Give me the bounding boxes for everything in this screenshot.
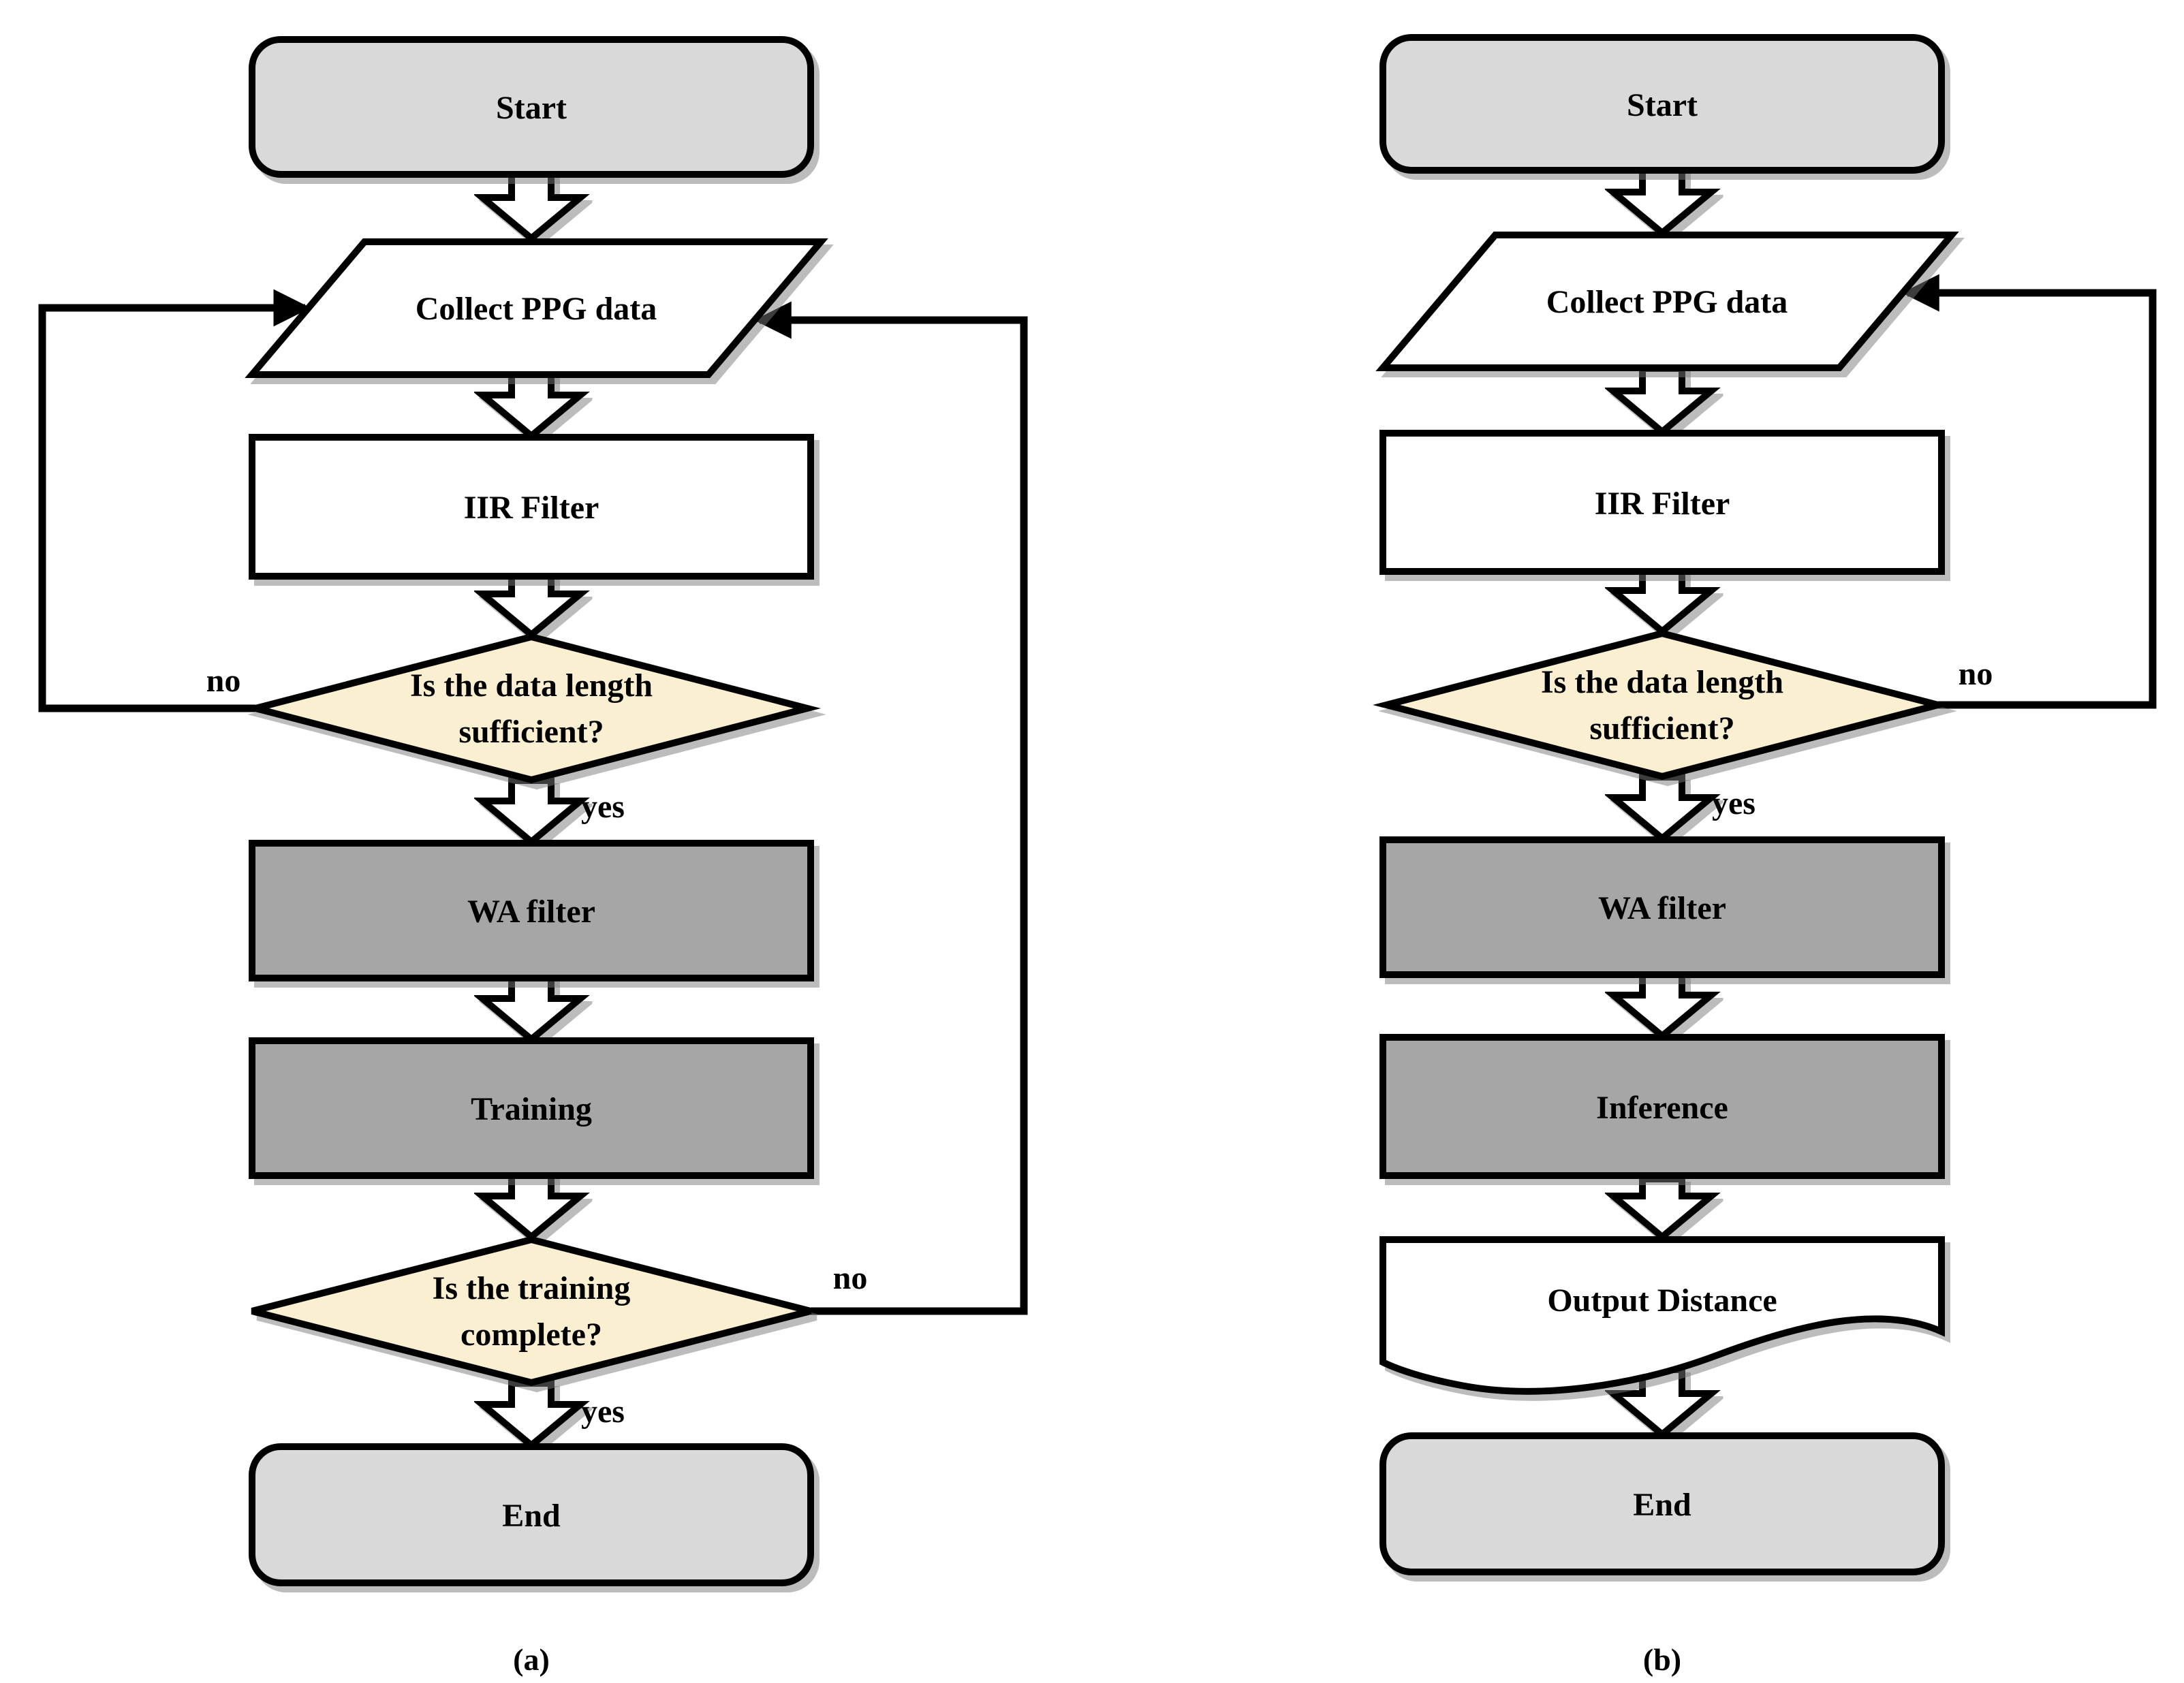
yes-label-1-a: yes [581, 789, 625, 825]
no-label-right-a: no [833, 1260, 868, 1296]
end-label-b: End [1633, 1487, 1691, 1523]
flowchart-b: Start Collect PPG data IIR Filter Is the… [1373, 34, 2157, 1677]
end-node-b [1379, 1432, 1945, 1575]
caption-b: (b) [1643, 1642, 1681, 1677]
flow-arrow-a6 [473, 1172, 590, 1242]
data-length-decision-label-line1-b: Is the data length [1541, 664, 1783, 700]
flow-arrow-a1 [473, 171, 590, 243]
edge-no-loop-left-a [38, 289, 311, 712]
edge-no-loop-right-b [1901, 274, 2157, 709]
inference-node-b [1379, 1034, 1945, 1179]
flow-arrow-a7 [473, 1380, 590, 1450]
flow-arrow-a2 [473, 370, 590, 441]
wa-filter-label-a: WA filter [467, 894, 595, 930]
start-label-b: Start [1627, 87, 1698, 123]
yes-label-2-a: yes [581, 1394, 625, 1430]
wa-filter-label-b: WA filter [1598, 890, 1726, 926]
training-node-a [249, 1037, 814, 1179]
wa-filter-node-a [249, 840, 814, 981]
output-distance-node-b [1379, 1236, 1945, 1395]
flow-arrow-a5 [473, 975, 590, 1044]
data-length-decision-label-line2-b: sufficient? [1589, 710, 1734, 746]
inference-label-b: Inference [1596, 1090, 1728, 1126]
flow-arrow-b7 [1604, 1366, 1721, 1439]
caption-a: (a) [513, 1642, 550, 1677]
collect-ppg-node-a [245, 238, 828, 378]
flow-arrow-b3 [1604, 568, 1721, 636]
iir-filter-node-a [249, 434, 814, 580]
data-length-decision-label-line2-a: sufficient? [458, 714, 604, 750]
yes-label-1-b: yes [1712, 785, 1756, 821]
training-label-a: Training [471, 1091, 592, 1127]
end-label-a: End [502, 1498, 561, 1534]
flow-arrow-a4 [473, 777, 590, 847]
flow-arrow-b6 [1604, 1176, 1721, 1242]
wa-filter-node-b [1379, 836, 1945, 978]
data-length-decision-label-line1-a: Is the data length [410, 667, 653, 704]
iir-filter-label-b: IIR Filter [1595, 486, 1730, 522]
iir-filter-label-a: IIR Filter [464, 490, 599, 526]
flow-arrow-a3 [473, 573, 590, 640]
start-node-b [1379, 34, 1945, 174]
edge-no-loop-right-a [753, 301, 1028, 1315]
output-distance-label-b: Output Distance [1547, 1283, 1777, 1319]
training-complete-label-line2-a: complete? [461, 1317, 602, 1353]
no-label-right-b: no [1959, 656, 1993, 692]
training-complete-decision-a [251, 1236, 812, 1387]
start-node-a [249, 36, 814, 178]
flow-arrow-b5 [1604, 971, 1721, 1041]
collect-ppg-node-b [1375, 232, 1959, 371]
iir-filter-node-b [1379, 430, 1945, 575]
flow-arrow-b1 [1604, 166, 1721, 238]
collect-ppg-label-b: Collect PPG data [1546, 284, 1788, 320]
no-label-left-a: no [206, 663, 241, 699]
training-complete-label-line1-a: Is the training [433, 1270, 631, 1306]
start-label-a: Start [496, 90, 567, 126]
end-node-a [249, 1443, 814, 1586]
flow-arrow-b2 [1604, 365, 1721, 437]
collect-ppg-label-a: Collect PPG data [416, 291, 657, 327]
flowchart-a: Start Collect PPG data IIR Filter Is the… [38, 36, 1028, 1677]
flow-arrow-b4 [1604, 774, 1721, 843]
data-length-decision-b [1373, 629, 1952, 781]
data-length-decision-a [242, 633, 821, 784]
